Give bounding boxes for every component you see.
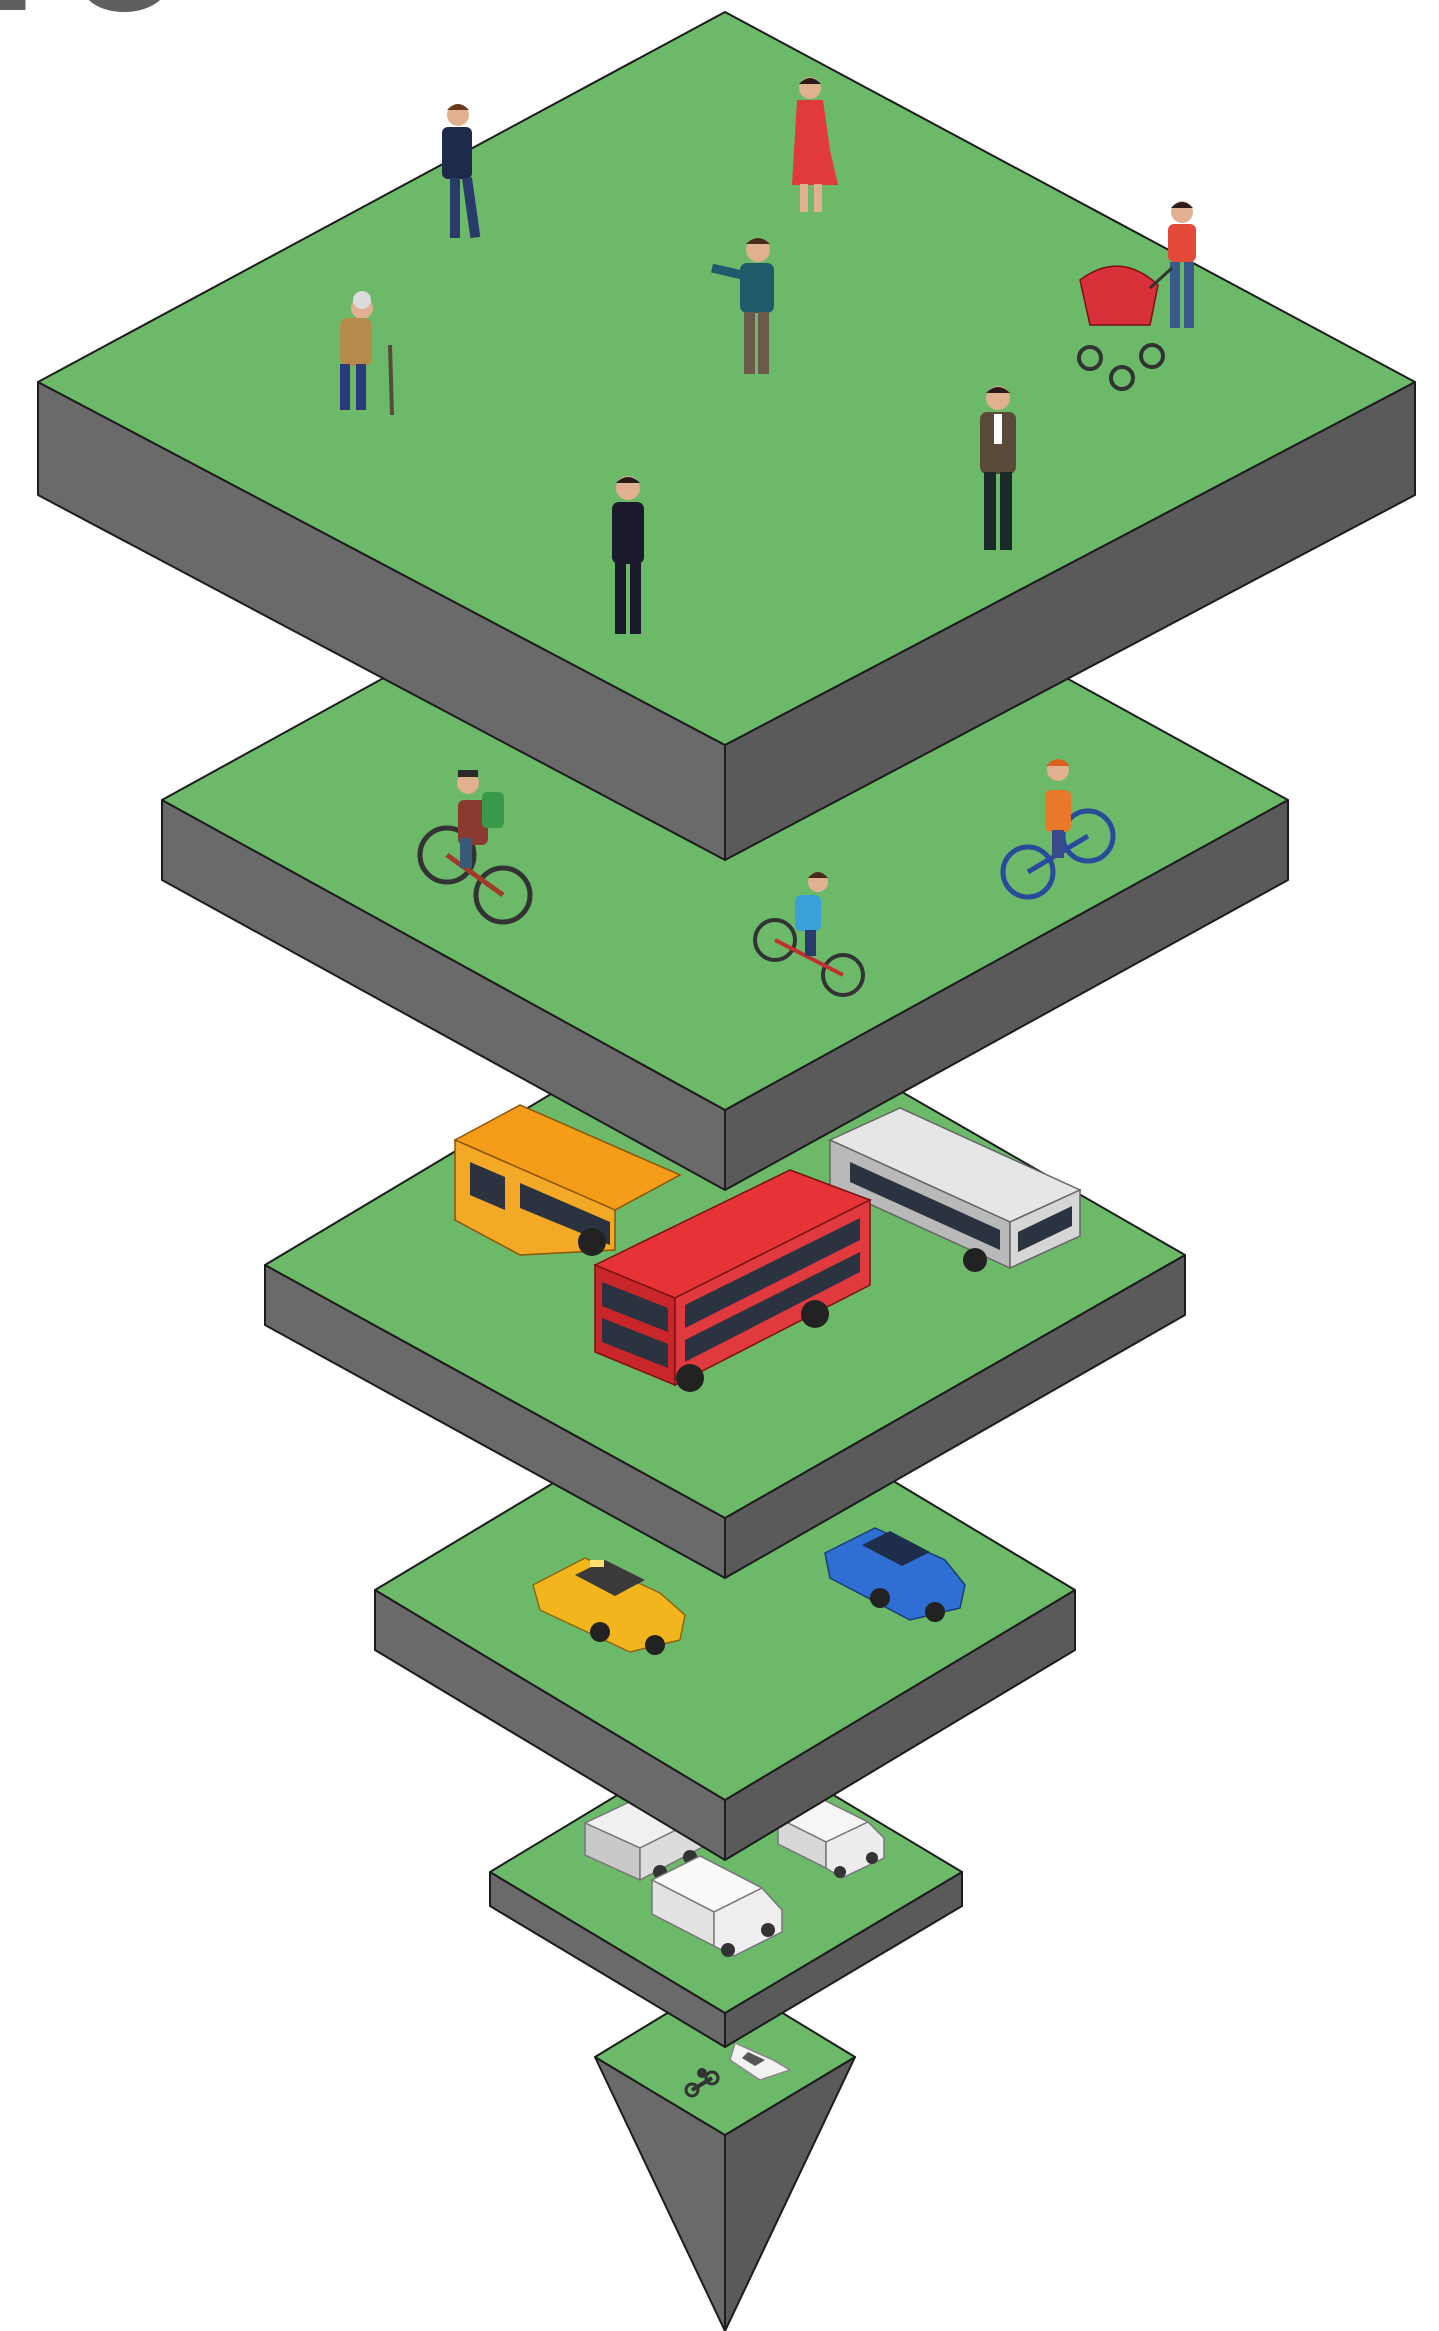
tier-pedestrians bbox=[38, 12, 1415, 860]
tier1-top bbox=[38, 12, 1415, 745]
title-fragment: rc bbox=[0, 0, 181, 55]
